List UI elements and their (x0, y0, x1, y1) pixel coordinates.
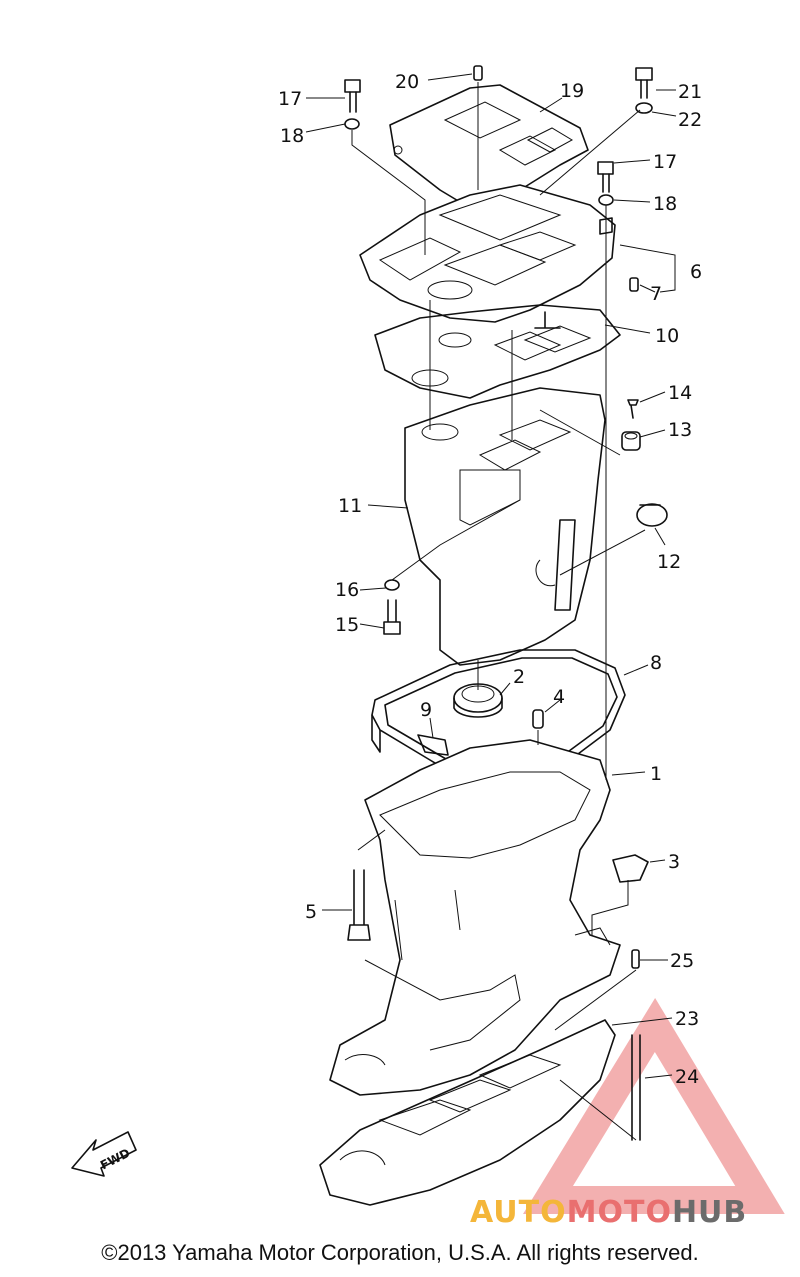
pin-20 (473, 65, 483, 81)
washer-16 (384, 579, 400, 591)
rubber-seal-8 (371, 649, 626, 791)
pin-25 (631, 949, 640, 969)
callout-14: 14 (668, 382, 692, 404)
upper-plate-6 (359, 184, 616, 329)
watermark-part3: HUB (671, 1195, 748, 1230)
callout-3: 3 (668, 851, 680, 873)
pin-7 (629, 277, 639, 292)
callout-8: 8 (650, 652, 662, 674)
callout-18-right: 18 (653, 193, 677, 215)
bolt-21 (635, 67, 653, 99)
callout-18-left: 18 (280, 125, 304, 147)
bolt-5 (347, 869, 371, 941)
callout-12: 12 (657, 551, 681, 573)
callout-9: 9 (420, 699, 432, 721)
label-leaders (305, 73, 677, 1079)
callout-6: 6 (690, 261, 702, 283)
callout-15: 15 (335, 614, 359, 636)
screw-14 (627, 399, 639, 419)
callout-25: 25 (670, 950, 694, 972)
callout-1: 1 (650, 763, 662, 785)
watermark-part2: MOTO (566, 1195, 672, 1230)
watermark-part1: AUTO (470, 1195, 567, 1230)
callout-2: 2 (513, 666, 525, 688)
bolt-17-right (597, 161, 614, 193)
callout-4: 4 (553, 686, 565, 708)
callout-23: 23 (675, 1008, 699, 1030)
callout-labels: 1 2 3 4 5 6 7 8 9 10 11 12 13 14 15 16 1… (278, 71, 702, 1088)
cap-12 (636, 503, 668, 527)
stud-bolt-24 (631, 1034, 641, 1141)
grommet-13 (621, 431, 641, 451)
watermark-logo: AUTOMOTOHUB (470, 1195, 747, 1230)
bolt-15 (383, 599, 401, 635)
lower-plate-23 (319, 1019, 616, 1206)
callout-10: 10 (655, 325, 679, 347)
callout-24: 24 (675, 1066, 699, 1088)
callout-5: 5 (305, 901, 317, 923)
callout-13: 13 (668, 419, 692, 441)
callout-17-left: 17 (278, 88, 302, 110)
dowel-pin-4 (532, 709, 544, 729)
callout-21: 21 (678, 81, 702, 103)
cover-3 (612, 854, 649, 883)
top-gasket-19 (389, 84, 589, 210)
callout-16: 16 (335, 579, 359, 601)
callout-19: 19 (560, 80, 584, 102)
callout-22: 22 (678, 109, 702, 131)
callout-11: 11 (338, 495, 362, 517)
lower-casing-1 (329, 739, 621, 1096)
clip-9 (417, 734, 449, 756)
washer-18-right (598, 194, 614, 206)
assembly-lines (351, 82, 646, 1141)
washer-18-left (344, 118, 360, 130)
callout-7: 7 (650, 283, 662, 305)
callout-20: 20 (395, 71, 419, 93)
upper-casing-11 (404, 387, 606, 666)
bolt-17-left (344, 79, 361, 113)
copyright-notice: ©2013 Yamaha Motor Corporation, U.S.A. A… (101, 1240, 699, 1265)
forward-arrow-icon: FWD (71, 1131, 137, 1177)
callout-17-right: 17 (653, 151, 677, 173)
